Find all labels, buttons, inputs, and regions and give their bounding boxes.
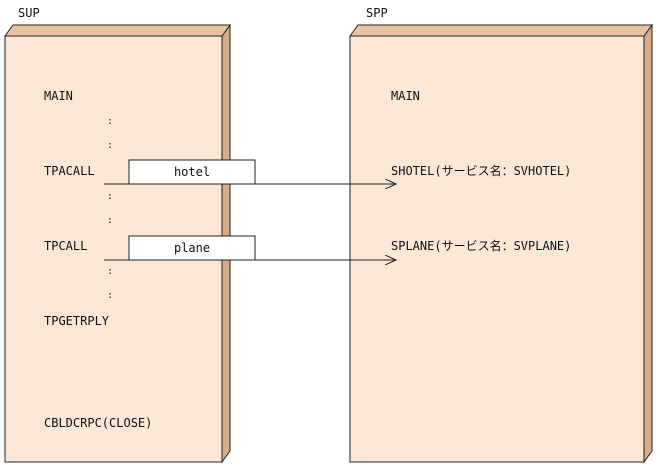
sup-continuation-dot: : (107, 140, 113, 151)
sup-tpacall-label: TPACALL (44, 164, 95, 178)
spp-shotel-label: SHOTEL(サービス名：SVHOTEL) (391, 163, 571, 178)
hotel-message-label: hotel (174, 165, 210, 179)
spp-splane-label: SPLANE(サービス名：SVPLANE) (391, 238, 571, 253)
spp-box-front (349, 35, 645, 463)
sup-tpcall-label: TPCALL (44, 239, 87, 253)
sup-continuation-dot: : (107, 116, 113, 127)
spp-box-side (643, 23, 653, 464)
sup-close-label: CBLDCRPC(CLOSE) (44, 416, 152, 430)
spp-title: SPP (366, 6, 388, 20)
sup-title: SUP (18, 6, 40, 20)
sup-continuation-dot: : (107, 191, 113, 202)
sup-box-top (4, 24, 231, 37)
spp-box (349, 23, 653, 464)
plane-message-box (128, 235, 256, 261)
sup-continuation-dot: : (107, 215, 113, 226)
sup-continuation-dot: : (107, 266, 113, 277)
hotel-message-box (128, 159, 256, 185)
plane-message-label: plane (174, 241, 210, 255)
sup-main-label: MAIN (44, 89, 73, 103)
sup-tpgetrply-label: TPGETRPLY (44, 314, 110, 328)
sup-continuation-dot: : (107, 290, 113, 301)
spp-box-top (349, 24, 653, 37)
spp-main-label: MAIN (391, 89, 420, 103)
